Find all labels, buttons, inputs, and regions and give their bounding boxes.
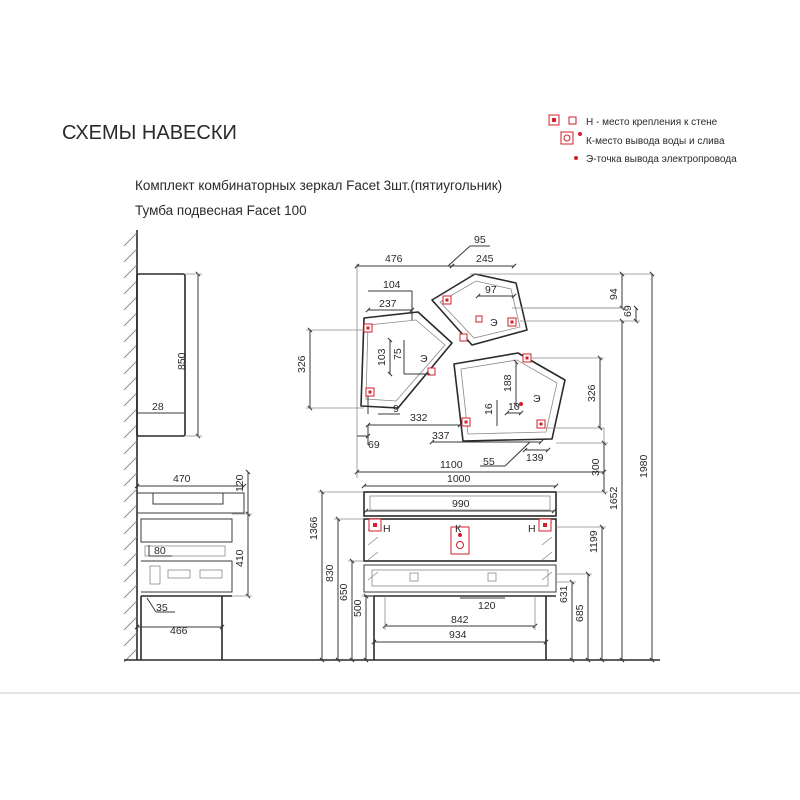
dim-326-right: 326	[586, 384, 598, 402]
vanity-countertop	[363, 491, 557, 517]
dim-120: 120	[234, 474, 246, 492]
side-view: 850 28 470 120 410 80 35	[123, 230, 660, 663]
h-mount-marker	[442, 295, 452, 305]
h-mount-marker	[507, 317, 517, 327]
mirror-side-profile	[136, 273, 186, 437]
dim-326-left: 326	[296, 355, 308, 373]
dim-337: 337	[432, 430, 450, 442]
dim-650: 650	[338, 583, 350, 601]
dim-9: 9	[393, 403, 399, 415]
dim-1980: 1980	[638, 454, 650, 478]
legend-k-text: К-место вывода воды и слива	[586, 136, 725, 147]
dim-55: 55	[483, 456, 495, 468]
subtitle-mirrors: Комплект комбинаторных зеркал Facet 3шт.…	[135, 178, 502, 193]
dim-237: 237	[379, 298, 397, 310]
legend-h-text: Н - место крепления к стене	[586, 117, 718, 128]
dim-28: 28	[152, 401, 164, 413]
vanity-side-profile	[136, 492, 245, 660]
e-point-marker	[459, 333, 468, 342]
dim-500: 500	[352, 599, 364, 617]
vanity-front-view: Н Н К 1000 990 120 842 934	[361, 473, 559, 660]
dim-104: 104	[383, 279, 401, 291]
legend-h-icon	[548, 114, 577, 126]
dim-466: 466	[170, 625, 188, 637]
dim-94: 94	[608, 288, 620, 300]
legend-e-icon	[574, 156, 578, 160]
e-label: Э	[533, 393, 541, 405]
mirror-right	[453, 352, 566, 442]
legend-e-text: Э-точка вывода электропровода	[586, 154, 737, 165]
dim-1000: 1000	[447, 473, 471, 485]
h-label: Н	[528, 523, 536, 535]
dim-830: 830	[324, 564, 336, 582]
dim-631: 631	[558, 585, 570, 603]
e-label: Э	[490, 317, 498, 329]
dim-476: 476	[385, 253, 403, 265]
k-drain-marker	[450, 526, 470, 555]
dim-990: 990	[452, 498, 470, 510]
dim-842: 842	[451, 614, 469, 626]
subtitle-vanity: Тумба подвесная Facet 100	[135, 203, 307, 218]
h-mount-marker	[538, 518, 552, 532]
mirror-top	[431, 273, 528, 346]
dim-188: 188	[502, 374, 514, 392]
height-dims-left: 1366 830 650 500	[308, 489, 374, 663]
e-point-marker	[475, 315, 483, 323]
e-label: Э	[420, 353, 428, 365]
height-dims-right: 300 1652 1980 1199 685 631	[521, 271, 655, 663]
dim-95: 95	[474, 234, 486, 246]
h-mount-marker	[522, 353, 532, 363]
dim-850: 850	[176, 352, 188, 370]
dim-1100: 1100	[440, 459, 463, 471]
dim-10: 10	[508, 401, 520, 413]
dim-103: 103	[376, 348, 388, 366]
page-title: СХЕМЫ НАВЕСКИ	[62, 122, 237, 144]
mirror-left	[360, 311, 453, 409]
h-mount-marker	[368, 518, 382, 532]
dim-1366: 1366	[308, 516, 320, 540]
dim-139: 139	[526, 452, 544, 464]
e-point-marker	[427, 367, 436, 376]
dim-245: 245	[476, 253, 494, 265]
h-mount-marker	[365, 387, 375, 397]
h-mount-marker	[461, 417, 471, 427]
vanity-body	[363, 518, 557, 562]
dim-410: 410	[234, 549, 246, 567]
wall-hatching	[123, 232, 138, 663]
legend-k-icon	[560, 131, 582, 145]
dim-35: 35	[156, 602, 168, 614]
legend: Н - место крепления к стене К-место выво…	[548, 114, 737, 165]
h-label: Н	[383, 523, 391, 535]
dim-470: 470	[173, 473, 191, 485]
dim-1199: 1199	[588, 530, 600, 553]
dim-16: 16	[483, 403, 495, 415]
dim-75: 75	[392, 348, 404, 360]
h-mount-marker	[536, 419, 546, 429]
dim-332: 332	[410, 412, 428, 424]
dim-97: 97	[485, 284, 497, 296]
dim-685: 685	[574, 604, 586, 622]
dim-300: 300	[590, 458, 602, 476]
dim-80: 80	[154, 545, 166, 557]
mirrors-front-view: Э Э Э 476 245 95 104 237 97 94 69 326 10…	[296, 234, 652, 478]
dim-1652: 1652	[608, 486, 620, 510]
h-mount-marker	[363, 323, 373, 333]
dim-934: 934	[449, 629, 467, 641]
dim-69-left: 69	[368, 439, 380, 451]
e-point-marker	[519, 402, 523, 406]
dim-69-top: 69	[622, 305, 634, 317]
dim-120-drain: 120	[478, 600, 496, 612]
k-label: К	[455, 523, 462, 535]
